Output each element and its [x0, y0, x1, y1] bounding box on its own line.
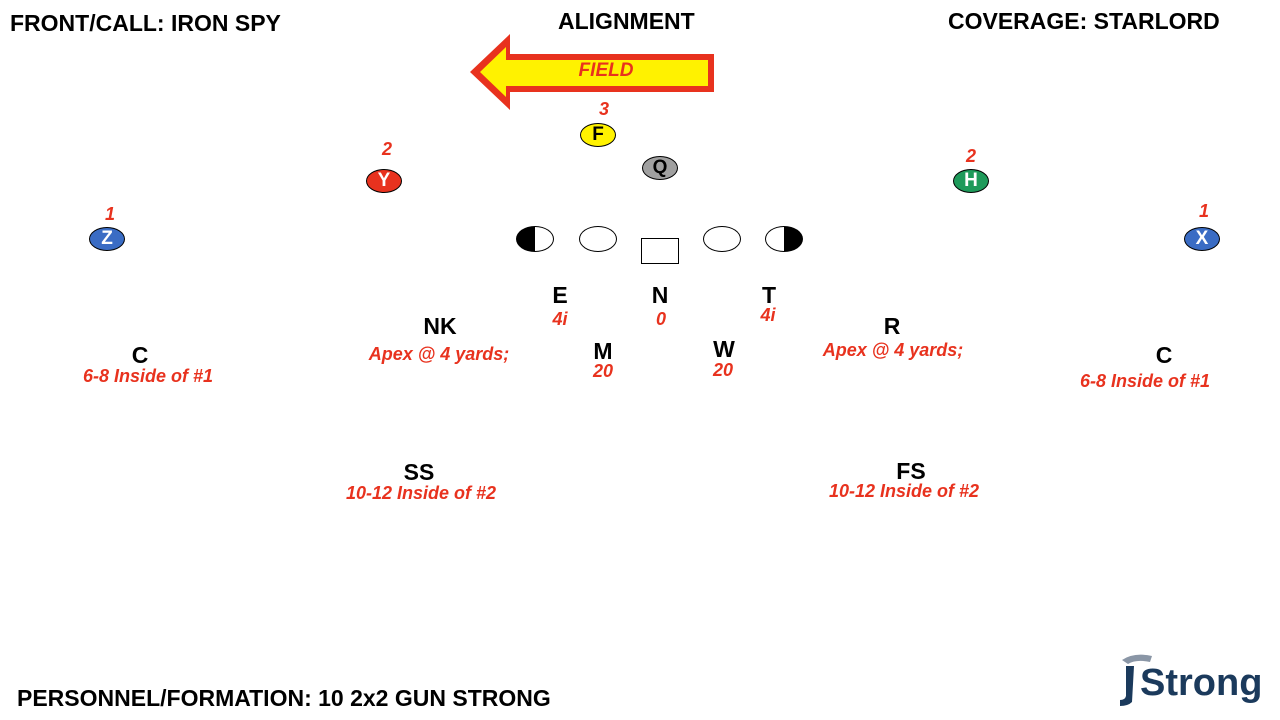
- defender-ss-note: 10-12 Inside of #2: [345, 483, 497, 503]
- field-arrow-icon: [470, 34, 714, 110]
- defender-m-depth: 20: [592, 361, 614, 381]
- defender-nk: NK: [423, 313, 457, 339]
- defender-e-technique: 4i: [552, 309, 568, 329]
- defender-fs: FS: [896, 458, 926, 484]
- x-number: 1: [1198, 201, 1210, 221]
- defender-n-technique: 0: [655, 309, 667, 329]
- field-arrow-label: FIELD: [578, 60, 634, 81]
- player-z: Z: [89, 227, 125, 251]
- h-number: 2: [965, 146, 977, 166]
- player-y: Y: [366, 169, 402, 193]
- defender-e: E: [552, 282, 568, 308]
- page-title: ALIGNMENT: [558, 8, 695, 34]
- defender-w: W: [713, 336, 735, 362]
- defender-ss: SS: [403, 459, 435, 485]
- defender-n: N: [651, 282, 669, 308]
- defender-r: R: [883, 313, 901, 339]
- coverage-label: COVERAGE: STARLORD: [948, 8, 1220, 34]
- strong-logo-icon: [1120, 654, 1152, 706]
- lineman-left-guard: [579, 226, 617, 252]
- defender-m: M: [593, 338, 613, 364]
- defender-c-right: C: [1155, 342, 1173, 368]
- defender-fs-note: 10-12 Inside of #2: [828, 481, 980, 501]
- player-f: F: [580, 123, 616, 147]
- defender-w-depth: 20: [712, 360, 734, 380]
- defender-c-left: C: [131, 342, 149, 368]
- z-number: 1: [104, 204, 116, 224]
- lineman-center: [641, 238, 679, 264]
- personnel-formation-label: PERSONNEL/FORMATION: 10 2x2 GUN STRONG: [17, 685, 551, 711]
- defender-t: T: [761, 282, 777, 308]
- defender-nk-note: Apex @ 4 yards;: [368, 344, 510, 364]
- lineman-right-tackle: [765, 226, 803, 252]
- lineman-right-guard: [703, 226, 741, 252]
- defender-c-right-note: 6-8 Inside of #1: [1079, 371, 1211, 391]
- front-call-label: FRONT/CALL: IRON SPY: [10, 10, 281, 36]
- player-h: H: [953, 169, 989, 193]
- strong-logo-text: Strong: [1140, 662, 1263, 704]
- defender-t-technique: 4i: [760, 305, 776, 325]
- lineman-left-tackle: [516, 226, 554, 252]
- defender-c-left-note: 6-8 Inside of #1: [82, 366, 214, 386]
- player-x: X: [1184, 227, 1220, 251]
- defender-r-note: Apex @ 4 yards;: [822, 340, 964, 360]
- y-number: 2: [381, 139, 393, 159]
- player-q: Q: [642, 156, 678, 180]
- f-number: 3: [598, 99, 610, 119]
